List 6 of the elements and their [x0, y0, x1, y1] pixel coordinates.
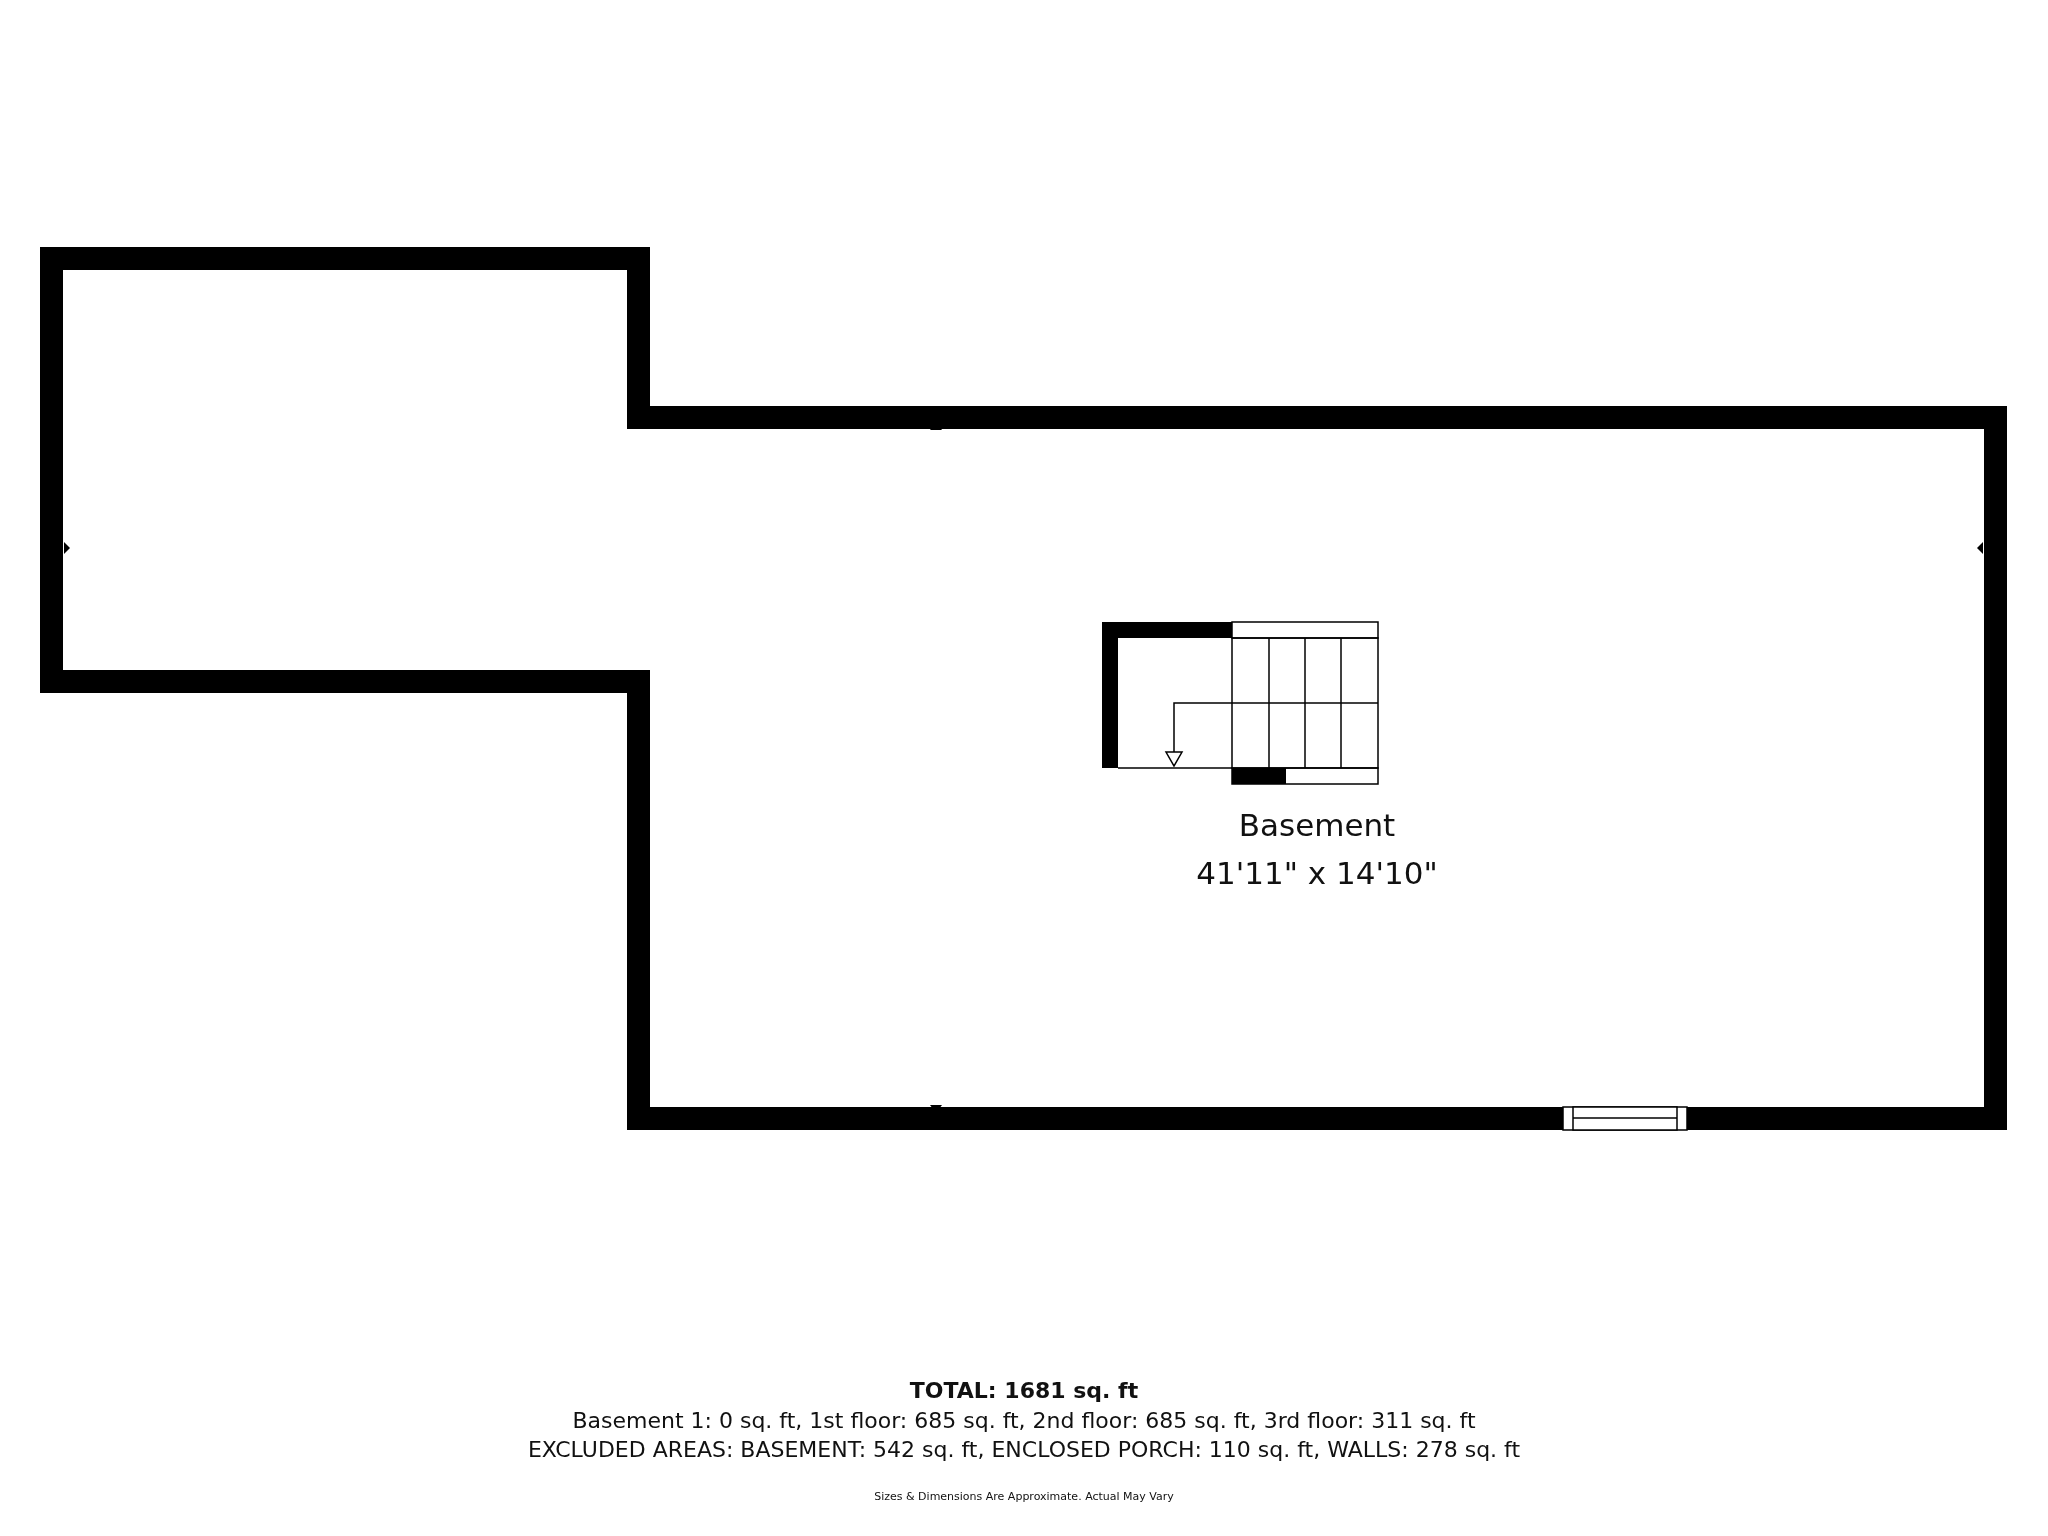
disclaimer-note: Sizes & Dimensions Are Approximate. Actual May Vary: [874, 1490, 1174, 1503]
excluded-areas-note: EXCLUDED AREAS: BASEMENT: 542 sq. ft, ENCLOSED PORCH: 110 sq. ft, WALLS: 278 sq. ft: [527, 1437, 1521, 1462]
total-area-heading: TOTAL: 1681 sq. ft: [909, 1378, 1139, 1403]
room-name: Basement: [1238, 807, 1396, 843]
floor-area-summary: Basement 1: 0 sq. ft, 1st floor: 685 sq. ft, 2nd floor: 685 sq. ft, 3rd floor: 311 sq. ft: [572, 1408, 1476, 1433]
room-dimensions: 41'11" x 14'10": [1196, 855, 1438, 891]
